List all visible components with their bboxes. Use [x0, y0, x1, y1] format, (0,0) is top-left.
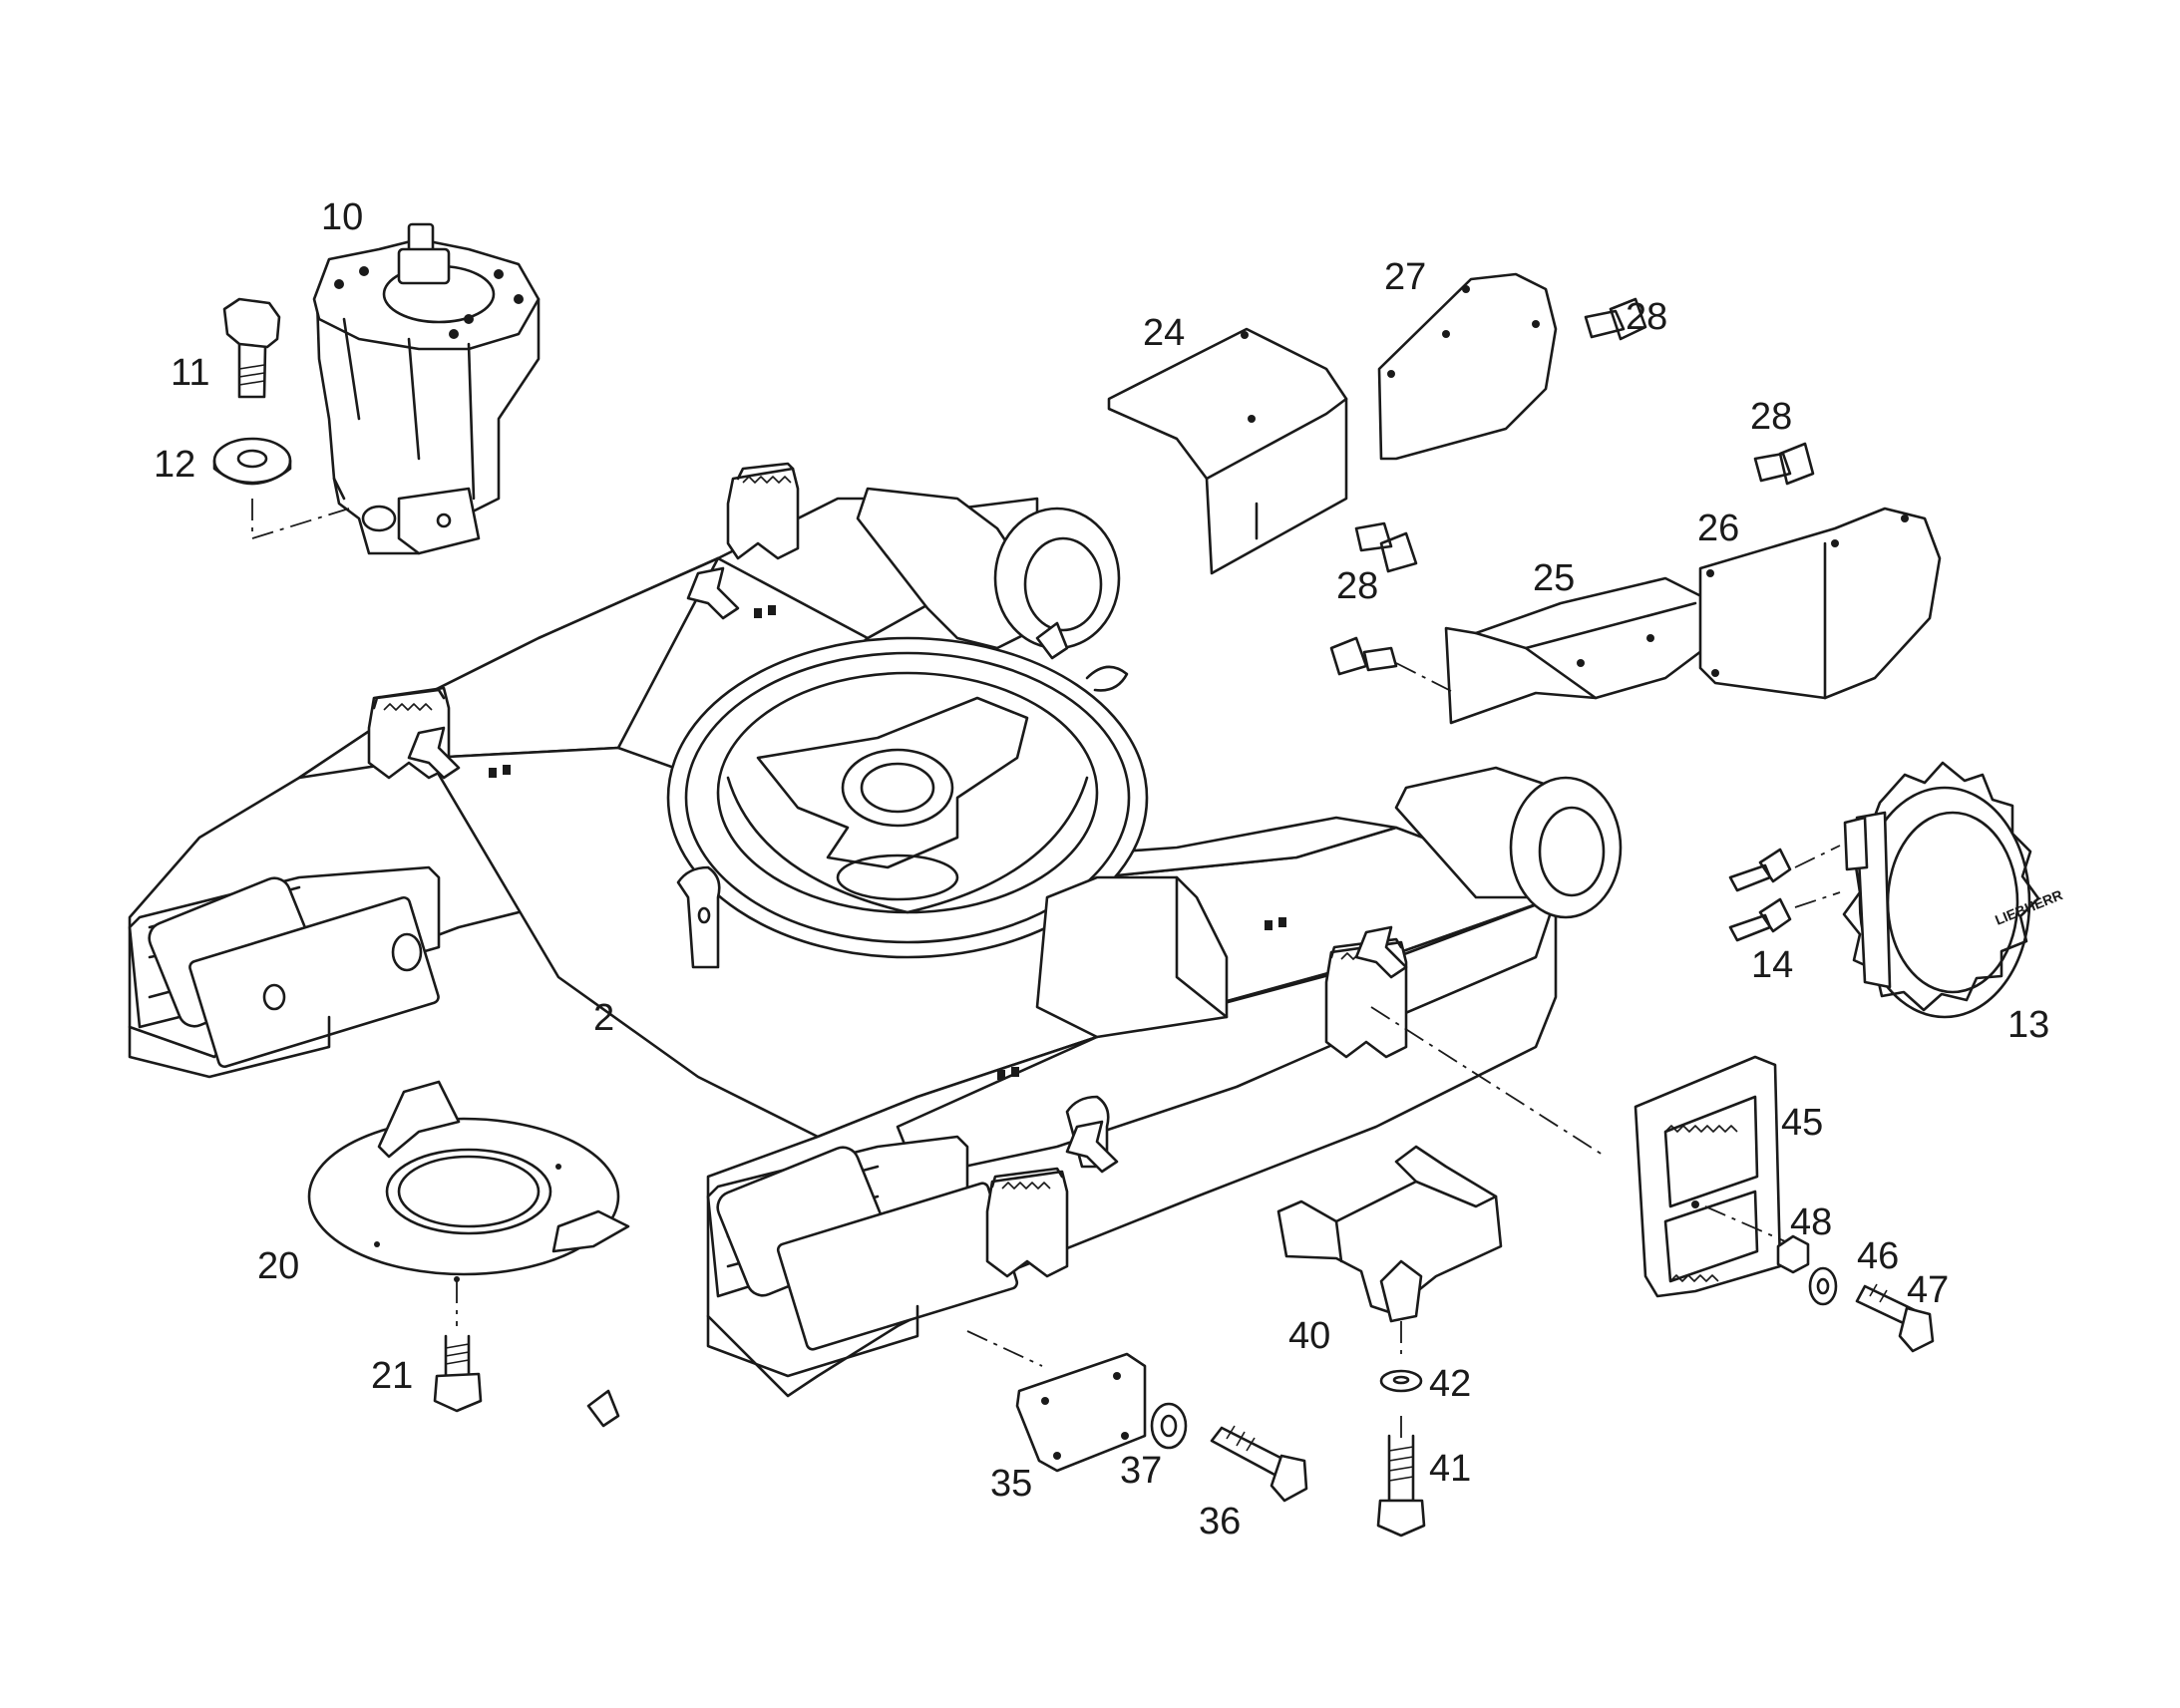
callout-21: 21: [371, 1355, 413, 1397]
callout-48: 48: [1790, 1201, 1832, 1243]
callout-12: 12: [154, 444, 195, 486]
callout-2: 2: [593, 997, 614, 1039]
bolt-21: [433, 1334, 483, 1413]
callout-40: 40: [1288, 1315, 1330, 1357]
nut-48: [1776, 1234, 1810, 1274]
mounting-pads: [489, 605, 1286, 1080]
callout-37: 37: [1120, 1450, 1162, 1492]
callout-35: 35: [990, 1463, 1032, 1505]
washer-46: [1808, 1266, 1838, 1306]
bolt-36: [1210, 1425, 1308, 1503]
cover-24: [1107, 327, 1348, 575]
callout-14: 14: [1751, 944, 1793, 986]
support-40: [1276, 1145, 1503, 1323]
rock-guard-45: [1634, 1055, 1782, 1298]
callout-28-lower: 28: [1336, 565, 1378, 607]
cover-plate-35: [1015, 1352, 1147, 1473]
callout-36: 36: [1199, 1501, 1241, 1542]
callout-labels: 10 11 12 2 24 27 28 28 28 26 25 14 13 45…: [154, 196, 2049, 1542]
travel-motor: [312, 222, 541, 555]
disc-20: [307, 1080, 630, 1282]
callout-42: 42: [1429, 1363, 1471, 1405]
plate-26: [1698, 507, 1942, 700]
callout-26: 26: [1697, 508, 1739, 549]
callout-13: 13: [2007, 1004, 2049, 1046]
undercarriage-frame: [128, 462, 1623, 1428]
callout-10: 10: [321, 196, 363, 238]
callout-47: 47: [1907, 1269, 1949, 1311]
washer-37: [1150, 1402, 1188, 1450]
bolts-14: [1728, 848, 1792, 942]
bolt-28-mid: [1753, 442, 1815, 486]
bolt-41: [1376, 1434, 1426, 1537]
callout-28-top: 28: [1626, 296, 1667, 338]
callout-20: 20: [257, 1245, 299, 1287]
callout-41: 41: [1429, 1448, 1471, 1490]
washer-42: [1379, 1369, 1423, 1393]
sprocket-13: LIEBHERR: [1842, 761, 2064, 1019]
callout-45: 45: [1781, 1102, 1823, 1144]
bolt-28-lower: [1354, 521, 1418, 573]
bolt-11: [222, 297, 281, 399]
bolt-28-top: [1584, 297, 1647, 341]
bolt-47: [1855, 1283, 1935, 1353]
callout-24: 24: [1143, 312, 1185, 354]
callout-27: 27: [1384, 256, 1426, 298]
bolt-28-left: [1329, 636, 1398, 676]
callout-46: 46: [1857, 1235, 1899, 1277]
washer-12: [212, 437, 292, 486]
plate-27: [1377, 272, 1558, 461]
callout-11: 11: [171, 352, 209, 394]
callout-25: 25: [1533, 557, 1575, 599]
callout-28-mid: 28: [1750, 396, 1792, 438]
